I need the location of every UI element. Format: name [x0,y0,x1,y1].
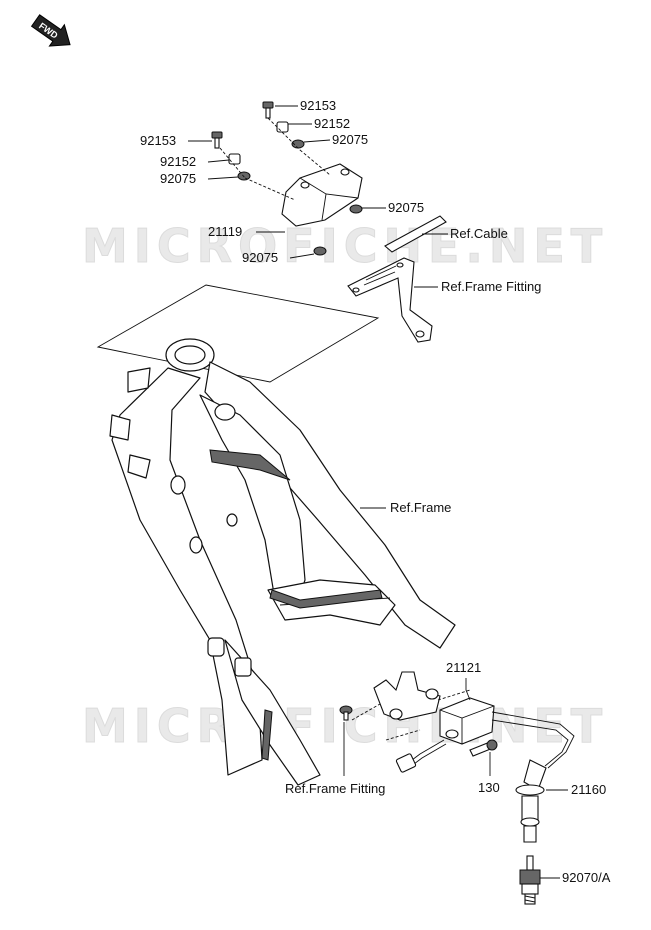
bolt-92153-top [262,101,274,119]
plug-cap [515,759,547,843]
collar-92152-left [228,153,241,165]
label-ref-cable: Ref.Cable [450,226,508,241]
label-21160: 21160 [571,782,606,797]
part-labels: 92153 92152 92075 92153 92152 92075 9207… [140,98,611,885]
label-92153-left: 92153 [140,133,176,148]
cdi-unit-group [211,101,447,343]
spark-plug [519,855,541,905]
ref-cable-strap [384,215,447,253]
collar-92152-top [276,121,289,133]
label-ref-frame-fitting-top: Ref.Frame Fitting [441,279,541,294]
ignition-coil-group [339,671,575,905]
coil-connector [395,753,417,773]
label-92075-left: 92075 [160,171,196,186]
label-92075-bottom: 92075 [242,250,278,265]
cdi-unit [281,163,363,227]
leader-lines [188,105,568,879]
frame [109,338,456,786]
watermark-top: MICROFICHE.NET [82,219,608,273]
bolt-130 [469,739,498,757]
label-92152-top: 92152 [314,116,350,131]
label-130: 130 [478,780,500,795]
label-21119: 21119 [208,224,242,239]
grommet-92075-right [349,204,363,214]
label-92075-top: 92075 [332,132,368,147]
fwd-arrow-icon: FWD [30,14,71,47]
detail-callout-box [96,284,380,383]
label-ref-frame-fitting-bottom: Ref.Frame Fitting [285,781,385,796]
bolt-92153-left [211,131,223,149]
bolt-frame-fitting [339,705,353,721]
label-ref-frame: Ref.Frame [390,500,451,515]
label-21121: 21121 [446,660,481,675]
label-92070a: 92070/A [562,870,611,885]
label-92152-left: 92152 [160,154,196,169]
ht-lead [491,711,575,769]
label-92153-top: 92153 [300,98,336,113]
grommet-92075-left [237,171,251,181]
grommet-92075-bottom [313,246,327,256]
label-92075-right: 92075 [388,200,424,215]
